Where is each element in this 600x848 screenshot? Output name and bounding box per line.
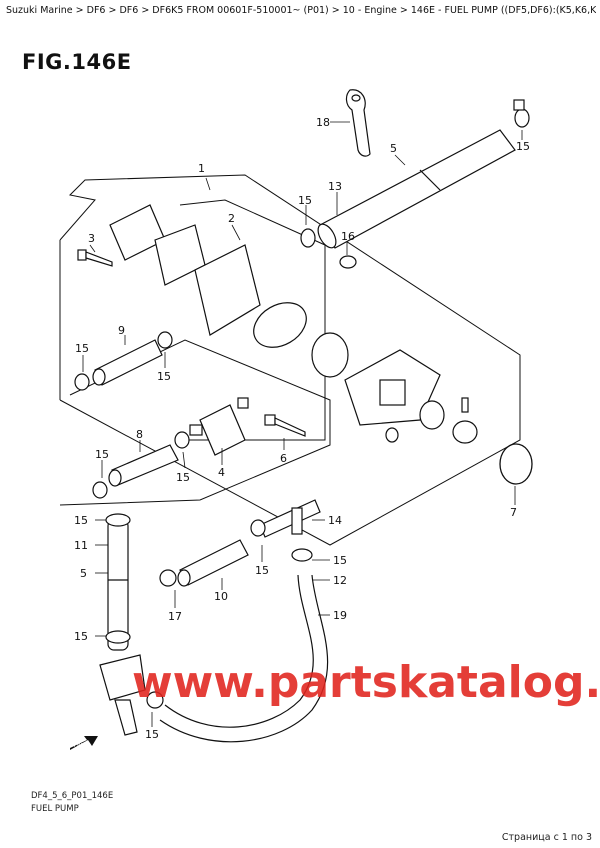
callout-13: 13: [328, 180, 342, 193]
part-19-hose: [159, 574, 329, 743]
part-16-grommet: [339, 255, 357, 269]
part-15-clip-vertical: [105, 513, 131, 644]
part-7-o-ring: [499, 443, 533, 485]
part-8-hose: [108, 444, 179, 487]
callout-4: 4: [218, 466, 225, 479]
part-15-clip-mid: [300, 228, 316, 248]
part-17-clip: [159, 569, 177, 587]
callout-15-j: 15: [255, 564, 269, 577]
pump-diaphragm: [253, 302, 478, 444]
callout-15-i: 15: [333, 554, 347, 567]
callout-2: 2: [228, 212, 235, 225]
part-3-screw: [77, 249, 113, 267]
part-9-hose: [92, 339, 163, 386]
callout-15-g: 15: [74, 514, 88, 527]
part-15-clip-left-upper: [74, 331, 173, 391]
callout-12: 12: [333, 574, 347, 587]
callout-6: 6: [280, 452, 287, 465]
part-5-hose-right: [317, 129, 516, 249]
fwd-label: FWD: [74, 743, 86, 749]
part-4-fuel-filter: [189, 397, 249, 456]
callout-19: 19: [333, 609, 347, 622]
part-18-bracket: [345, 89, 371, 157]
callout-5-a: 5: [390, 142, 397, 155]
callout-1: 1: [198, 162, 205, 175]
figure-title: FIG.146E: [22, 50, 132, 74]
watermark: www.partskatalog.ru: [132, 657, 600, 708]
part-15-clip-t: [250, 519, 313, 562]
callout-8: 8: [136, 428, 143, 441]
callout-5-b: 5: [80, 567, 87, 580]
callout-16: 16: [341, 230, 355, 243]
part-14-t-joint: [259, 499, 321, 538]
callout-15-e: 15: [95, 448, 109, 461]
breadcrumb: Suzuki Marine > DF6 > DF6 > DF6K5 FROM 0…: [6, 5, 596, 16]
callout-9: 9: [118, 324, 125, 337]
callout-15-a: 15: [516, 140, 530, 153]
part-15-clip-left-lower: [92, 431, 190, 499]
part-15-clip-top-right: [513, 99, 530, 128]
callout-7: 7: [510, 506, 517, 519]
callout-15-c: 15: [75, 342, 89, 355]
callout-15-b: 15: [298, 194, 312, 207]
callout-17: 17: [168, 610, 182, 623]
housing-outline: [59, 174, 521, 546]
part-6-bolt: [264, 414, 306, 437]
callout-18: 18: [316, 116, 330, 129]
callout-15-k: 15: [145, 728, 159, 741]
part-11-hose: [107, 514, 129, 651]
callout-14: 14: [328, 514, 342, 527]
gasket-plates: [109, 204, 261, 336]
bottom-fitting: [99, 654, 164, 736]
callout-11: 11: [74, 539, 88, 552]
callout-3: 3: [88, 232, 95, 245]
callout-15-h: 15: [74, 630, 88, 643]
page-indicator: Страница с 1 по 3: [501, 832, 592, 843]
fwd-arrow: FWD: [70, 736, 98, 750]
figure-code: DF4_5_6_P01_146E: [31, 791, 114, 801]
callout-15-d: 15: [157, 370, 171, 383]
figure-subtitle: FUEL PUMP: [31, 804, 79, 814]
callout-10: 10: [214, 590, 228, 603]
callout-15-f: 15: [176, 471, 190, 484]
part-10-hose: [177, 539, 249, 587]
